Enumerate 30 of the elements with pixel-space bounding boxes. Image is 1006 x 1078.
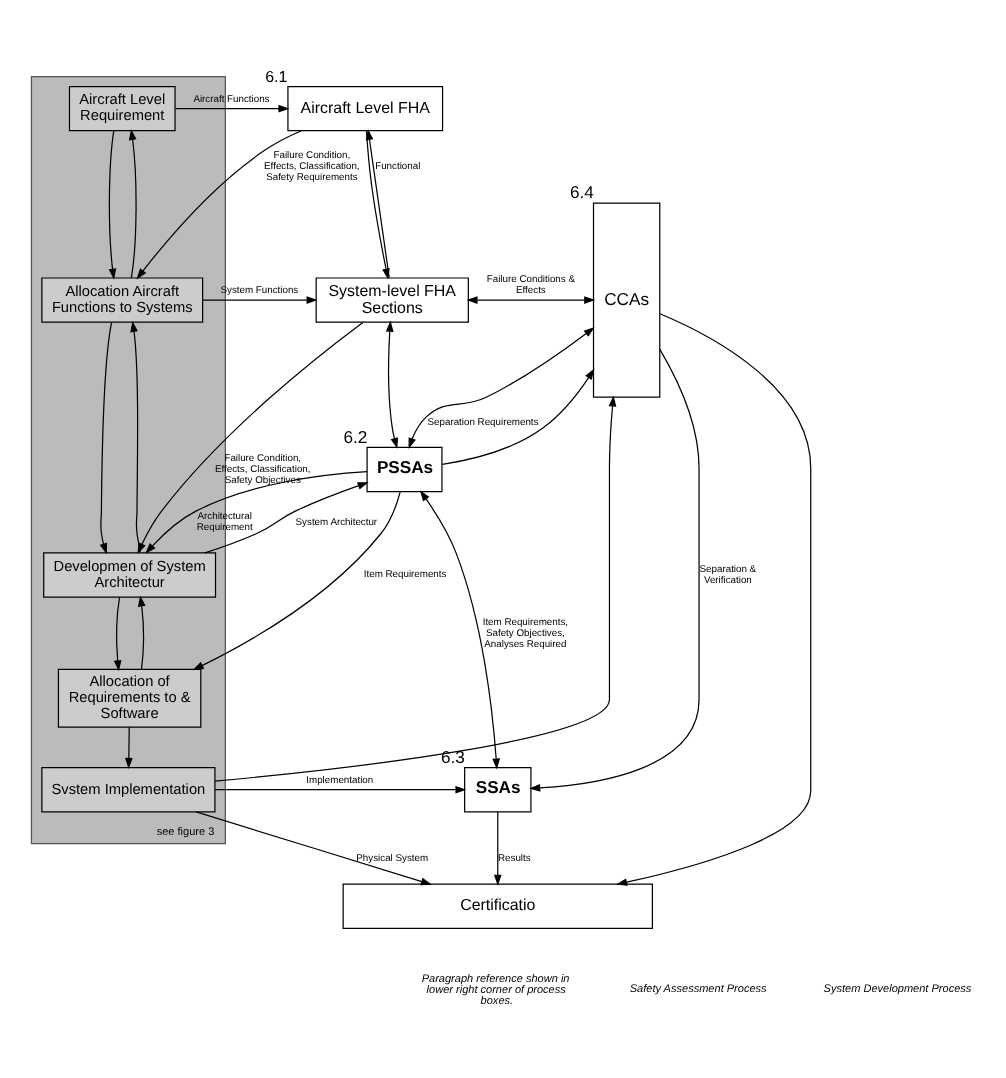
node-box: SSAs — [464, 766, 532, 812]
node-label: 6.4 — [569, 181, 594, 202]
arrow — [202, 295, 318, 303]
arrow — [108, 129, 117, 279]
arrow — [128, 127, 137, 278]
node-box: PSSAs — [366, 445, 443, 492]
arrow — [214, 394, 617, 781]
arrow — [466, 295, 596, 303]
arrow — [408, 326, 595, 448]
node-label: 6.2 — [343, 425, 368, 446]
arrow — [204, 481, 369, 553]
arrow — [616, 312, 812, 885]
arrow — [214, 784, 467, 793]
arrow — [136, 129, 303, 279]
arrow — [493, 810, 502, 885]
arrow — [385, 319, 399, 448]
node-box: CCAs — [592, 201, 661, 397]
arrow — [130, 319, 141, 553]
arrow — [529, 347, 700, 791]
arrow — [419, 489, 500, 769]
arrow — [145, 470, 368, 553]
arrow — [195, 810, 432, 885]
arrow — [124, 725, 133, 768]
arrow — [441, 367, 595, 464]
arrow — [174, 103, 290, 112]
node-label: 6.3 — [441, 745, 465, 766]
arrow — [99, 321, 113, 554]
arrow — [192, 490, 401, 670]
arrow — [113, 595, 122, 671]
arrow — [137, 594, 146, 670]
